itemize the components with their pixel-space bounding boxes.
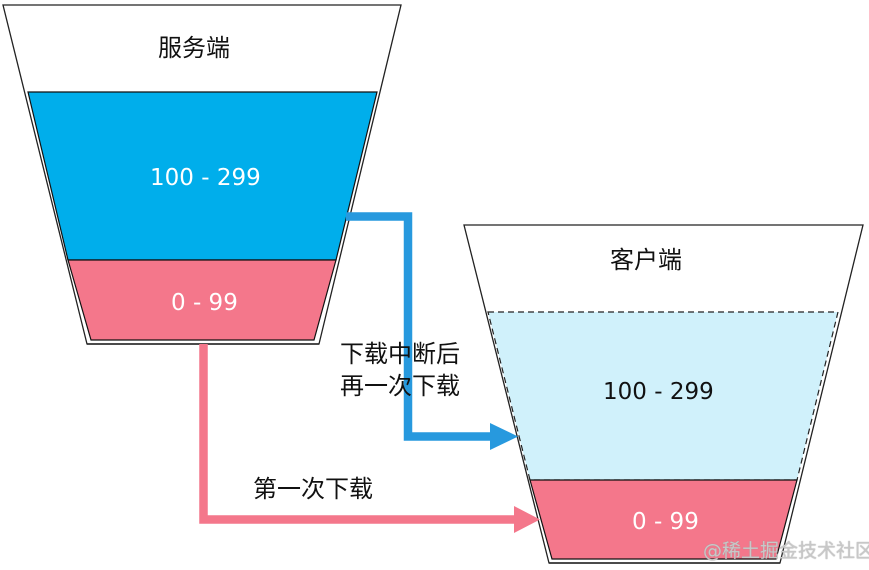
first-download-label: 第一次下载: [253, 475, 373, 503]
client-title: 客户端: [610, 246, 682, 274]
resume-download-label-line2: 再一次下载: [340, 372, 460, 400]
server-range-100-299: 100 - 299: [150, 165, 261, 191]
first-download-arrow: [199, 344, 540, 533]
client-funnel: [463, 224, 864, 564]
resume-download-arrow: [346, 212, 518, 450]
client-range-0-99: 0 - 99: [632, 509, 699, 535]
client-range-100-299: 100 - 299: [603, 379, 714, 405]
server-segment-0-99: [67, 259, 337, 341]
client-segment-0-99: [529, 479, 798, 560]
resume-download-label-line1: 下载中断后: [340, 340, 460, 368]
watermark: @稀土掘金技术社区: [703, 540, 869, 562]
server-range-0-99: 0 - 99: [171, 290, 238, 316]
server-funnel: [2, 4, 402, 345]
resume-download-label: 下载中断后 再一次下载: [340, 338, 460, 402]
server-title: 服务端: [158, 34, 230, 62]
